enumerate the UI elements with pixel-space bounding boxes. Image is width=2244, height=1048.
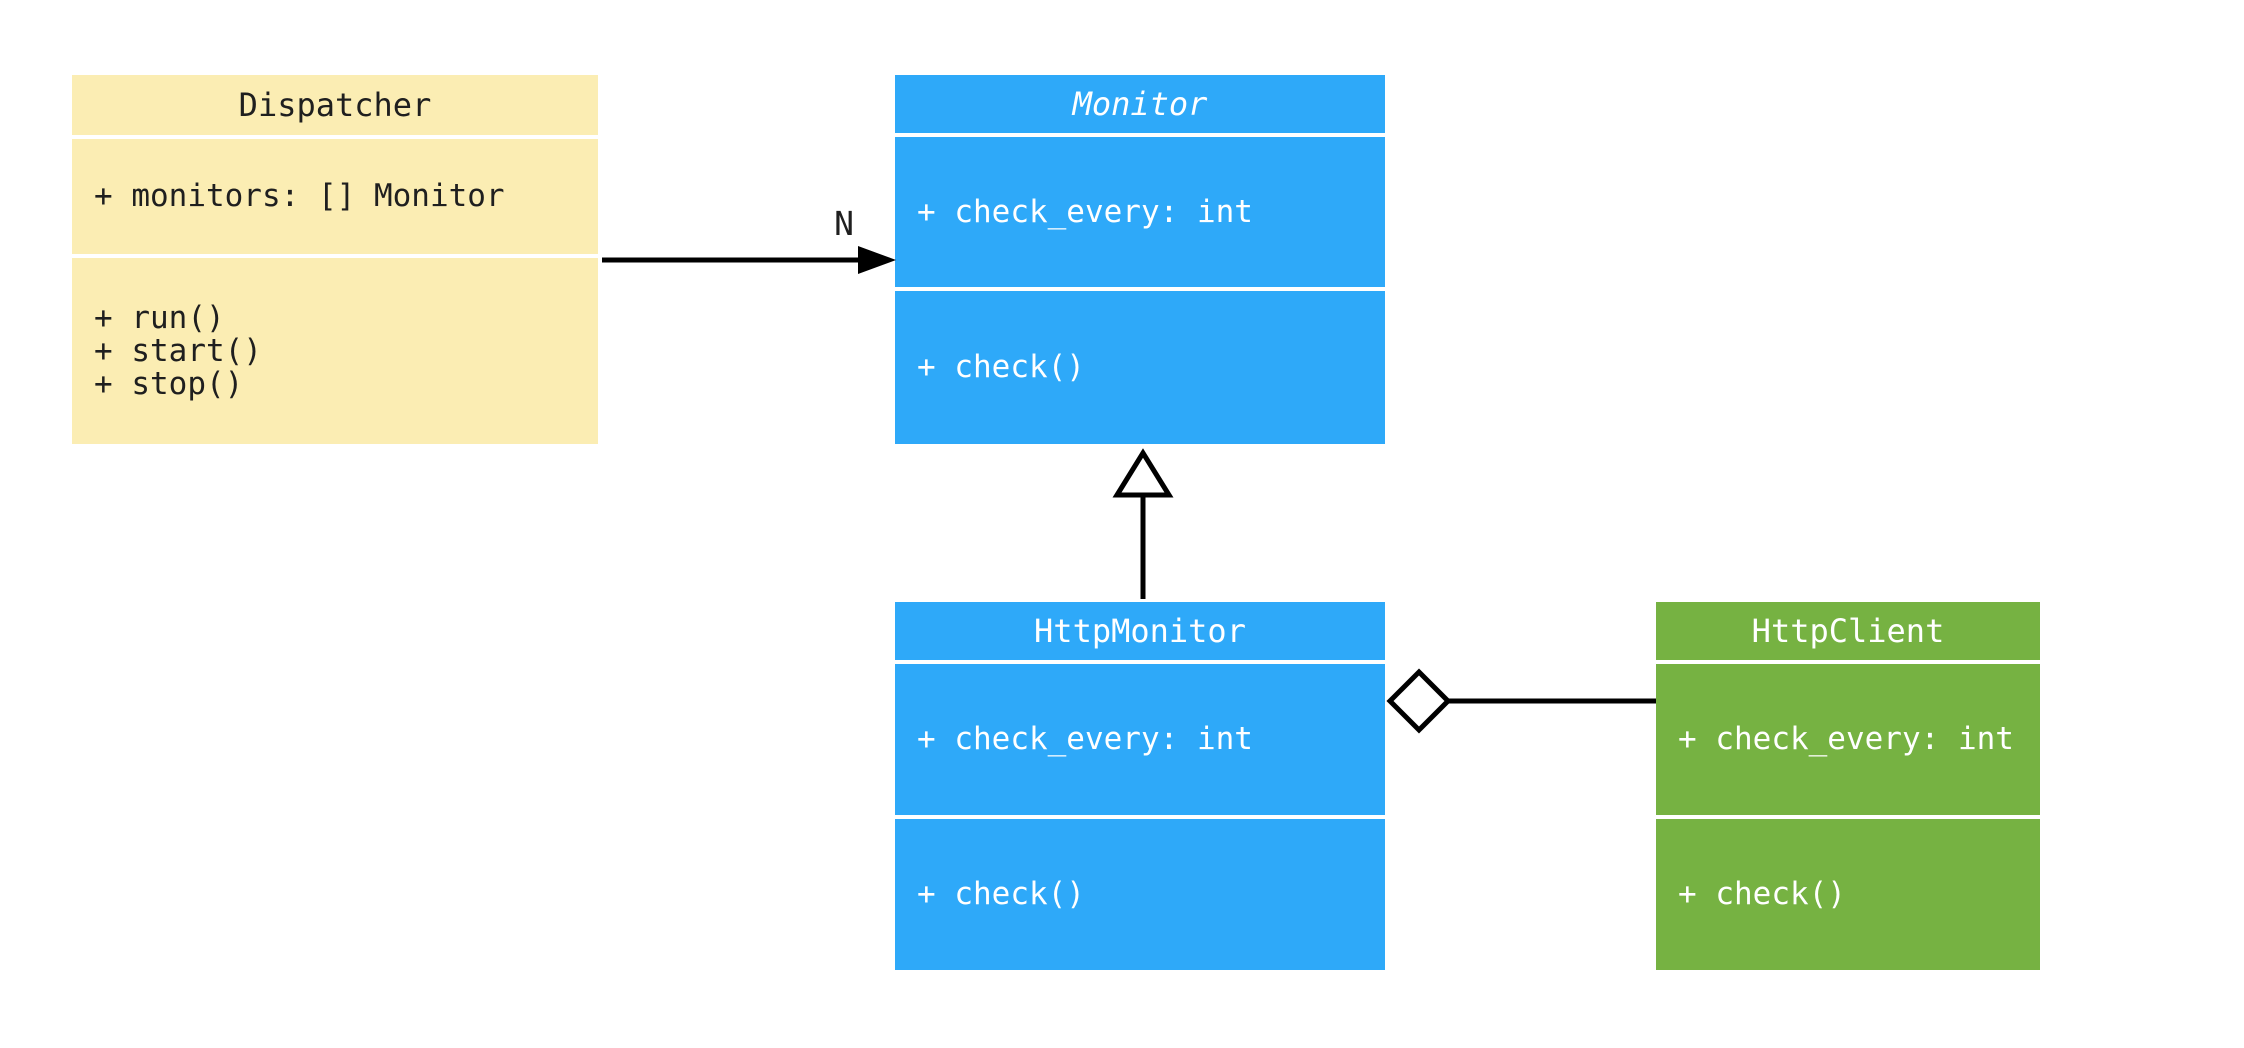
attribute-row: + check_every: int bbox=[917, 193, 1253, 230]
class-title-httpclient: HttpClient bbox=[1656, 602, 2040, 660]
class-name: HttpClient bbox=[1751, 612, 1945, 650]
class-node-httpmonitor: HttpMonitor + check_every: int + check() bbox=[895, 602, 1385, 970]
class-title-httpmonitor: HttpMonitor bbox=[895, 602, 1385, 660]
method-row: + check() bbox=[917, 876, 1085, 912]
class-attributes-dispatcher: + monitors: [] Monitor bbox=[72, 139, 598, 254]
method-row: + check() bbox=[1678, 876, 1846, 912]
class-methods-httpmonitor: + check() bbox=[895, 819, 1385, 970]
inheritance-triangle-icon bbox=[1112, 448, 1174, 498]
class-attributes-httpclient: + check_every: int bbox=[1656, 664, 2040, 815]
class-name: Monitor bbox=[1072, 85, 1208, 123]
attribute-row: + check_every: int bbox=[917, 721, 1253, 757]
class-methods-monitor: + check() bbox=[895, 291, 1385, 444]
class-name: Dispatcher bbox=[238, 86, 432, 124]
class-methods-httpclient: + check() bbox=[1656, 819, 2040, 970]
method-row: + start() bbox=[94, 332, 262, 369]
method-row: + check() bbox=[917, 349, 1085, 385]
class-attributes-httpmonitor: + check_every: int bbox=[895, 664, 1385, 815]
method-row: + run() bbox=[94, 299, 225, 336]
aggregation-diamond-icon bbox=[1386, 668, 1452, 734]
class-title-dispatcher: Dispatcher bbox=[72, 75, 598, 135]
class-name: HttpMonitor bbox=[1034, 612, 1246, 650]
attribute-row: + monitors: [] Monitor bbox=[94, 178, 505, 214]
class-title-monitor: Monitor bbox=[895, 75, 1385, 133]
association-multiplicity-label: N bbox=[834, 204, 854, 243]
class-node-httpclient: HttpClient + check_every: int + check() bbox=[1656, 602, 2040, 970]
attribute-row: + check_every: int bbox=[1678, 721, 2014, 757]
class-attributes-monitor: + check_every: int bbox=[895, 137, 1385, 287]
class-node-monitor: Monitor + check_every: int + check() bbox=[895, 75, 1385, 444]
association-arrowhead-icon bbox=[858, 246, 896, 274]
class-methods-dispatcher: + run() + start() + stop() bbox=[72, 258, 598, 444]
method-row: + stop() bbox=[94, 365, 244, 402]
class-node-dispatcher: Dispatcher + monitors: [] Monitor + run(… bbox=[72, 75, 598, 444]
